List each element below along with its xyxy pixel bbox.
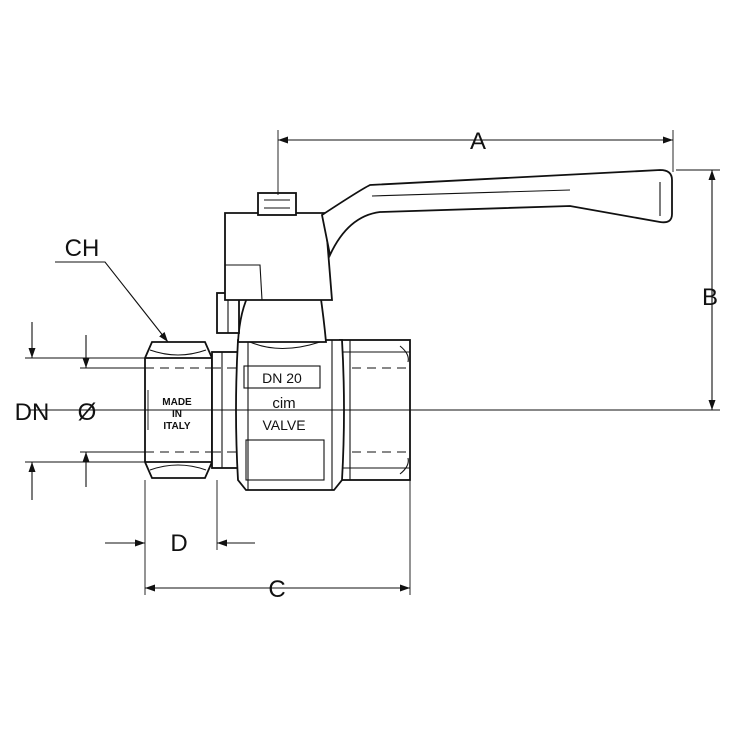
dimension-d-label: D	[170, 530, 187, 557]
dimension-a-label: A	[470, 128, 486, 155]
valve-body: DN 20 cim VALVE MADE IN ITALY	[144, 169, 673, 491]
central-body	[235, 339, 345, 491]
dimension-labels: A B C D CH DN Ø	[15, 128, 718, 603]
brand-logo: cim	[272, 395, 295, 412]
dimension-phi-label: Ø	[78, 399, 97, 426]
dimension-c-label: C	[268, 576, 285, 603]
dimension-ch-label: CH	[65, 235, 100, 262]
origin-line-1: MADE	[162, 397, 192, 408]
dimension-lines	[25, 130, 720, 595]
origin-line-3: ITALY	[163, 421, 191, 432]
lever-handle	[224, 169, 673, 301]
dimension-ch-leader	[55, 261, 169, 343]
origin-line-2: IN	[172, 409, 182, 420]
size-marking: DN 20	[262, 370, 302, 386]
valve-markings: DN 20 cim VALVE MADE IN ITALY	[162, 365, 321, 433]
dimension-dn-label: DN	[15, 399, 50, 426]
dimension-b-label: B	[702, 284, 718, 311]
brand-word: VALVE	[262, 417, 305, 433]
